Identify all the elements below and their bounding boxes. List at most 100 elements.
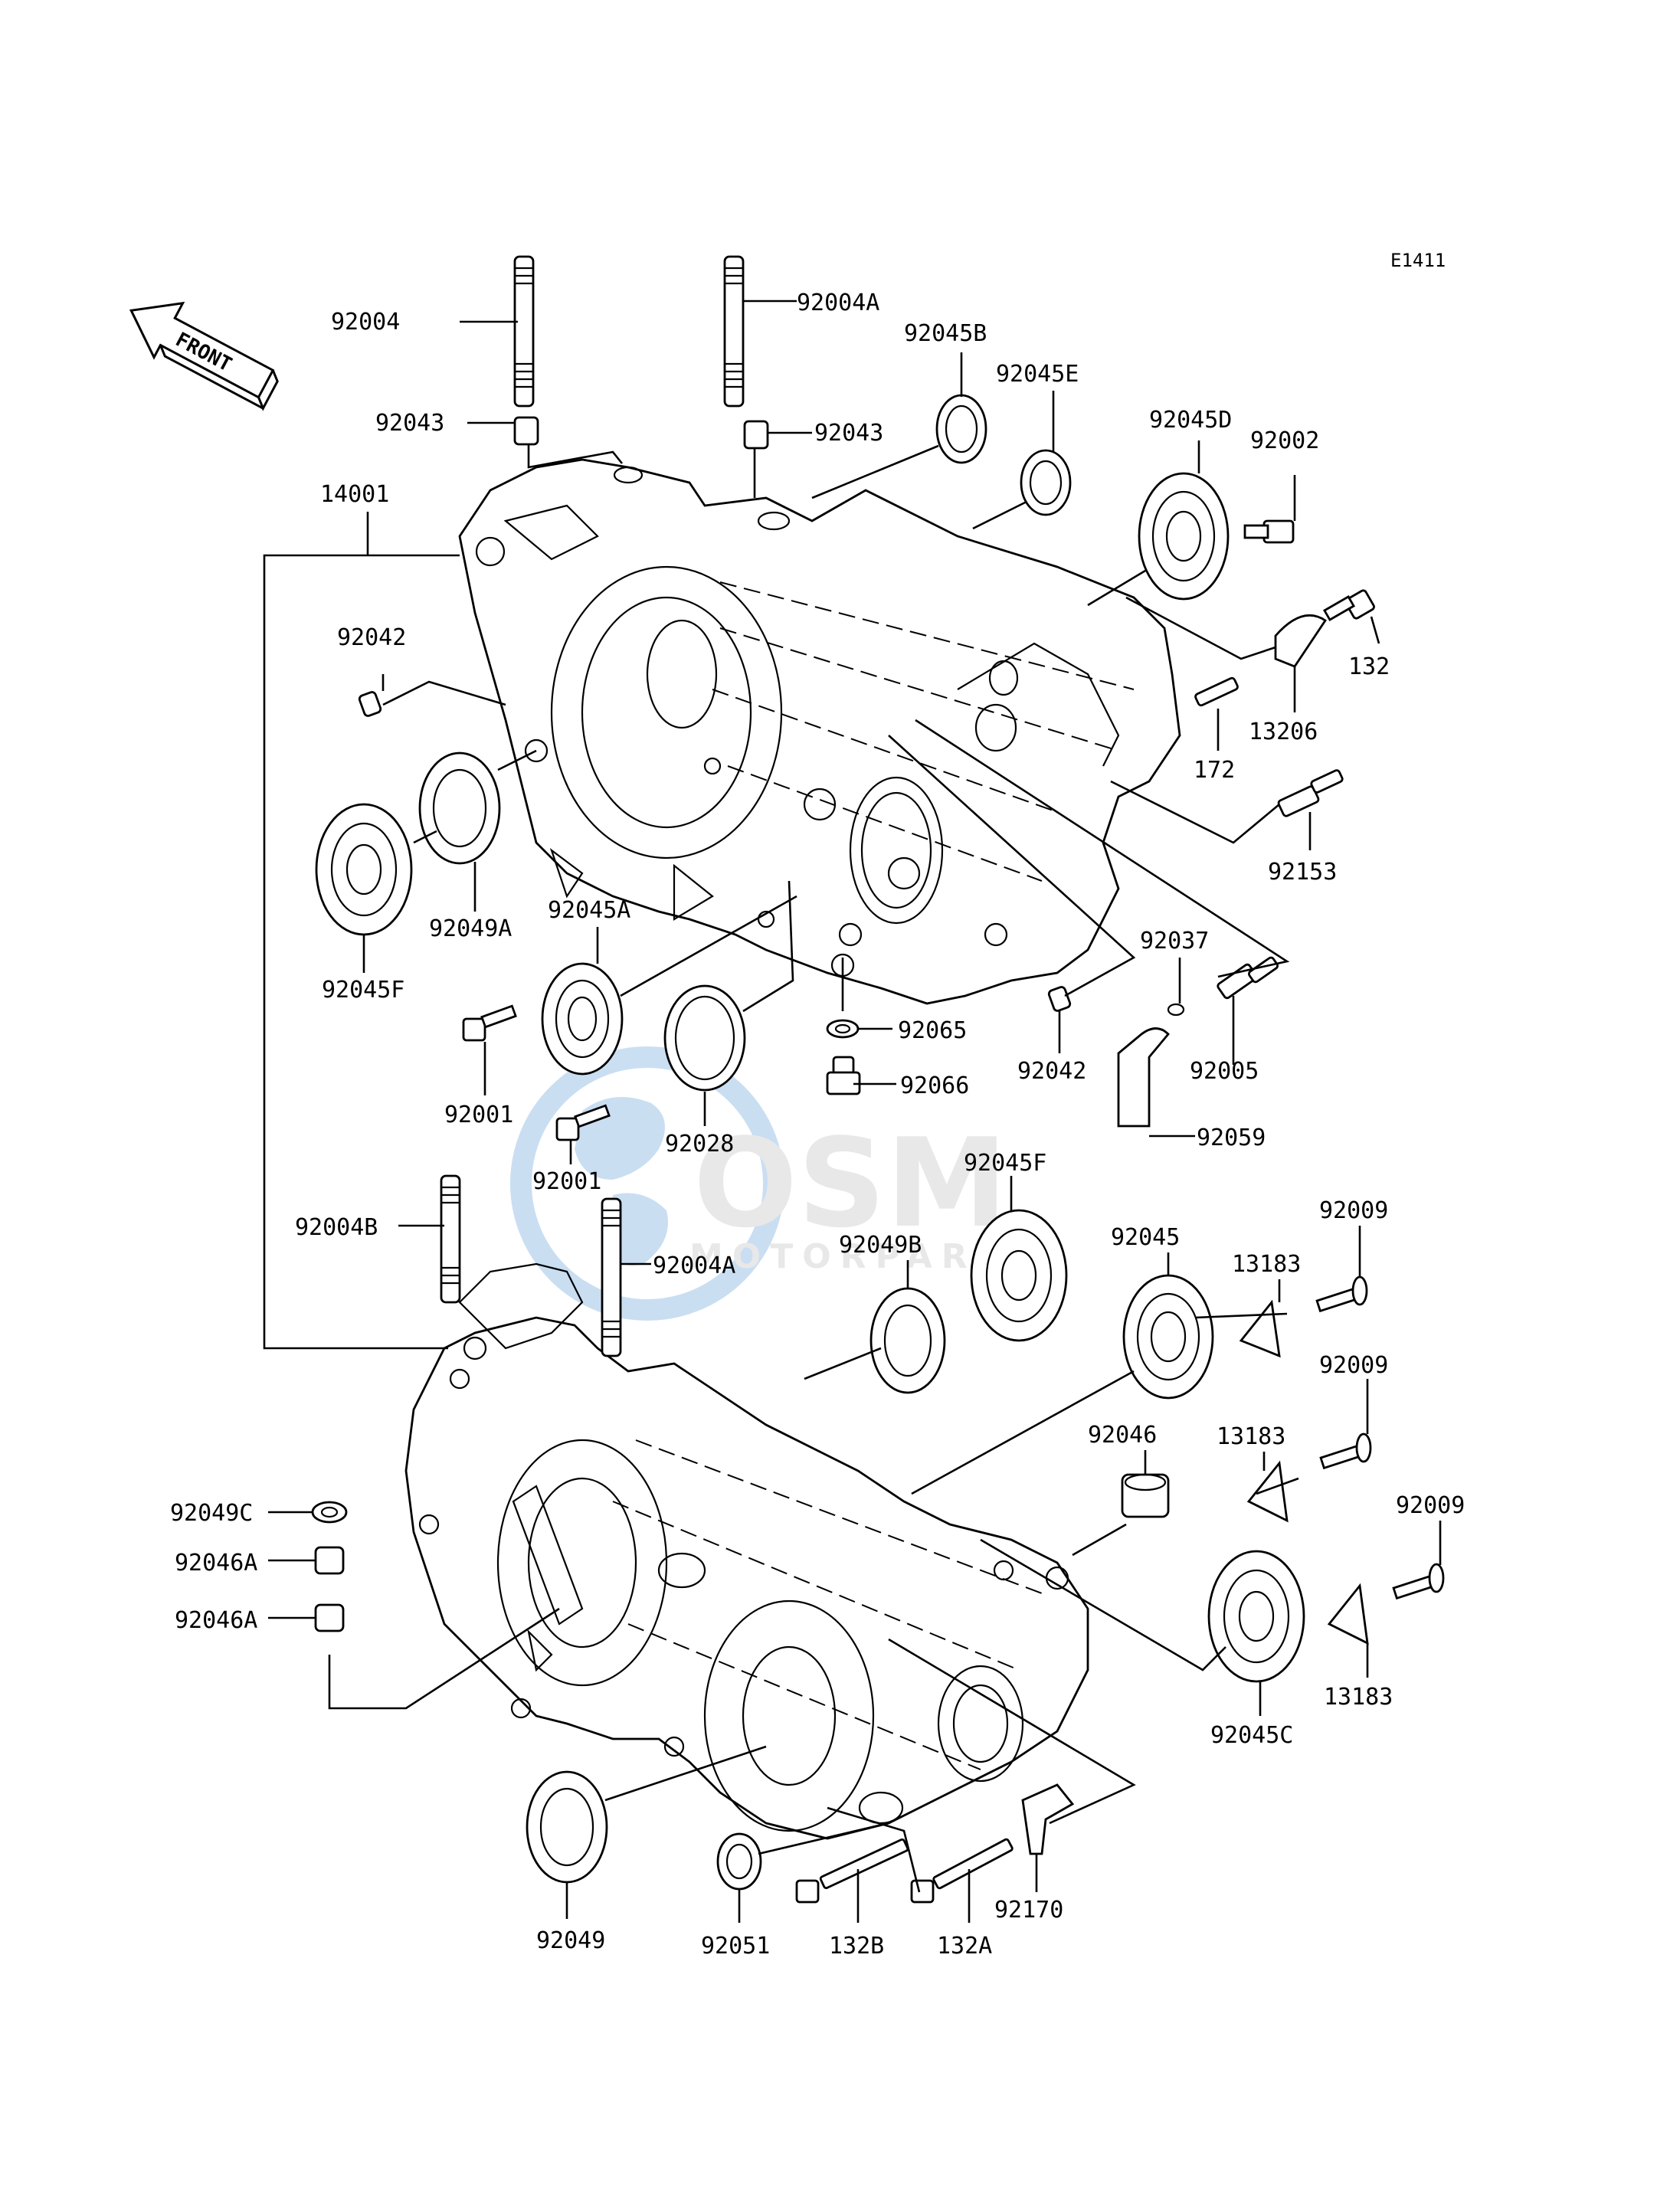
bearing-92045f-upper — [315, 803, 413, 936]
plate-13183-1 — [1239, 1299, 1281, 1358]
washer-92065 — [826, 1019, 860, 1039]
hose-92059 — [1117, 1027, 1170, 1128]
plate-13183-3 — [1327, 1583, 1369, 1645]
dowel-92042-right — [1047, 986, 1072, 1012]
part-label: 92045B — [904, 320, 987, 347]
part-label: 92002 — [1250, 427, 1319, 454]
part-label: 132 — [1348, 653, 1390, 680]
dowel-92043-right — [743, 420, 769, 450]
bolt-92001-a — [462, 1004, 517, 1042]
seal-92049b — [869, 1287, 946, 1394]
ring-92037 — [1167, 1003, 1185, 1017]
part-label: 92066 — [900, 1072, 969, 1099]
part-label: 92001 — [532, 1168, 601, 1195]
bearing-92045 — [1122, 1274, 1214, 1400]
part-label: 92153 — [1268, 859, 1337, 886]
part-label: 13183 — [1324, 1684, 1393, 1711]
part-label: 92045F — [964, 1150, 1046, 1177]
needle-bearing-92046a-1 — [314, 1546, 345, 1575]
part-label: 92043 — [814, 420, 883, 447]
part-label: 92045C — [1210, 1722, 1293, 1749]
part-label: 13183 — [1217, 1423, 1285, 1450]
stud-92004a-upper — [723, 255, 745, 408]
bearing-92045a — [541, 962, 624, 1076]
bolt-92001-b — [555, 1104, 611, 1141]
leader-lines — [268, 300, 1442, 1923]
bearing-92045e — [1020, 449, 1072, 516]
part-label: 92059 — [1197, 1125, 1266, 1151]
dowel-92042-left — [358, 691, 382, 717]
part-label: 92004A — [653, 1252, 735, 1279]
part-label: 92005 — [1190, 1058, 1259, 1085]
bracket-13206 — [1274, 614, 1327, 668]
stud-92004 — [513, 255, 535, 408]
part-label: 132B — [829, 1933, 884, 1960]
bearing-92045b — [935, 394, 987, 464]
part-label: 132A — [937, 1933, 992, 1960]
part-label: 92065 — [898, 1017, 967, 1044]
part-label: 92037 — [1140, 928, 1209, 954]
part-label: 14001 — [320, 481, 389, 508]
seal-92028 — [663, 984, 746, 1092]
part-label: 92045A — [548, 897, 630, 924]
clip-92170 — [1021, 1783, 1075, 1855]
bearing-92045f-lower — [970, 1209, 1068, 1342]
part-label: 92045E — [996, 361, 1079, 388]
watermark-brand: OSM — [693, 1112, 1007, 1255]
part-label: 92046 — [1088, 1422, 1157, 1449]
part-label: 92049 — [536, 1927, 605, 1954]
part-label: 92001 — [444, 1102, 513, 1128]
part-label: 92009 — [1319, 1197, 1388, 1224]
part-label: 92049A — [429, 915, 512, 942]
fitting-92153 — [1277, 769, 1344, 817]
stud-172 — [1194, 676, 1239, 707]
upper-crankcase — [458, 458, 1181, 1005]
seal-92049a — [418, 751, 501, 865]
part-label: 92004 — [331, 309, 400, 336]
seal-92049 — [526, 1770, 608, 1884]
part-label: 92046A — [175, 1550, 257, 1577]
plate-13183-2 — [1246, 1460, 1289, 1523]
diagram-code: E1411 — [1390, 250, 1446, 271]
bolt-132b — [795, 1838, 909, 1904]
part-label: 92042 — [1017, 1058, 1086, 1085]
bolt-132 — [1322, 589, 1375, 621]
part-label: 92042 — [337, 624, 406, 651]
part-label: 13206 — [1249, 719, 1318, 745]
bearing-92045c — [1207, 1550, 1305, 1683]
part-label: 92004B — [295, 1214, 378, 1241]
stud-92004b — [440, 1174, 461, 1304]
part-labels: 92004 92004A 92045B 92045E 92043 92043 9… — [170, 290, 1465, 1960]
part-label: 92009 — [1396, 1492, 1465, 1519]
fitting-92005 — [1217, 956, 1279, 1000]
screw-92009-1 — [1315, 1275, 1368, 1313]
part-label: 92049B — [839, 1232, 922, 1259]
screw-92009-3 — [1392, 1563, 1445, 1600]
part-label: 13183 — [1232, 1251, 1301, 1278]
part-label: 92170 — [994, 1897, 1063, 1924]
bolt-92002 — [1243, 519, 1295, 544]
part-label: 92051 — [701, 1933, 770, 1960]
part-label: 92045F — [322, 977, 404, 1004]
bolt-132a — [910, 1838, 1014, 1904]
spacer-92049c — [311, 1501, 348, 1524]
needle-bearing-92046a-2 — [314, 1603, 345, 1632]
part-label: 92045D — [1149, 407, 1232, 434]
part-label: 92028 — [665, 1131, 734, 1157]
part-label: 92004A — [797, 290, 879, 316]
part-label: 92049C — [170, 1500, 253, 1527]
stud-92004a-lower — [601, 1197, 622, 1357]
screw-92009-2 — [1319, 1432, 1372, 1470]
part-label: 172 — [1194, 757, 1235, 784]
front-arrow-icon: FRONT — [129, 301, 279, 411]
part-label: 92009 — [1319, 1352, 1388, 1379]
part-label: 92045 — [1111, 1224, 1180, 1251]
part-label: 92043 — [375, 410, 444, 437]
plug-92066 — [826, 1056, 861, 1095]
dowel-92043-left — [513, 416, 539, 446]
seal-92051 — [716, 1832, 762, 1891]
bearing-92045d — [1138, 472, 1230, 601]
assembly-bracket — [263, 512, 460, 1350]
needle-bearing-92046 — [1121, 1473, 1170, 1518]
